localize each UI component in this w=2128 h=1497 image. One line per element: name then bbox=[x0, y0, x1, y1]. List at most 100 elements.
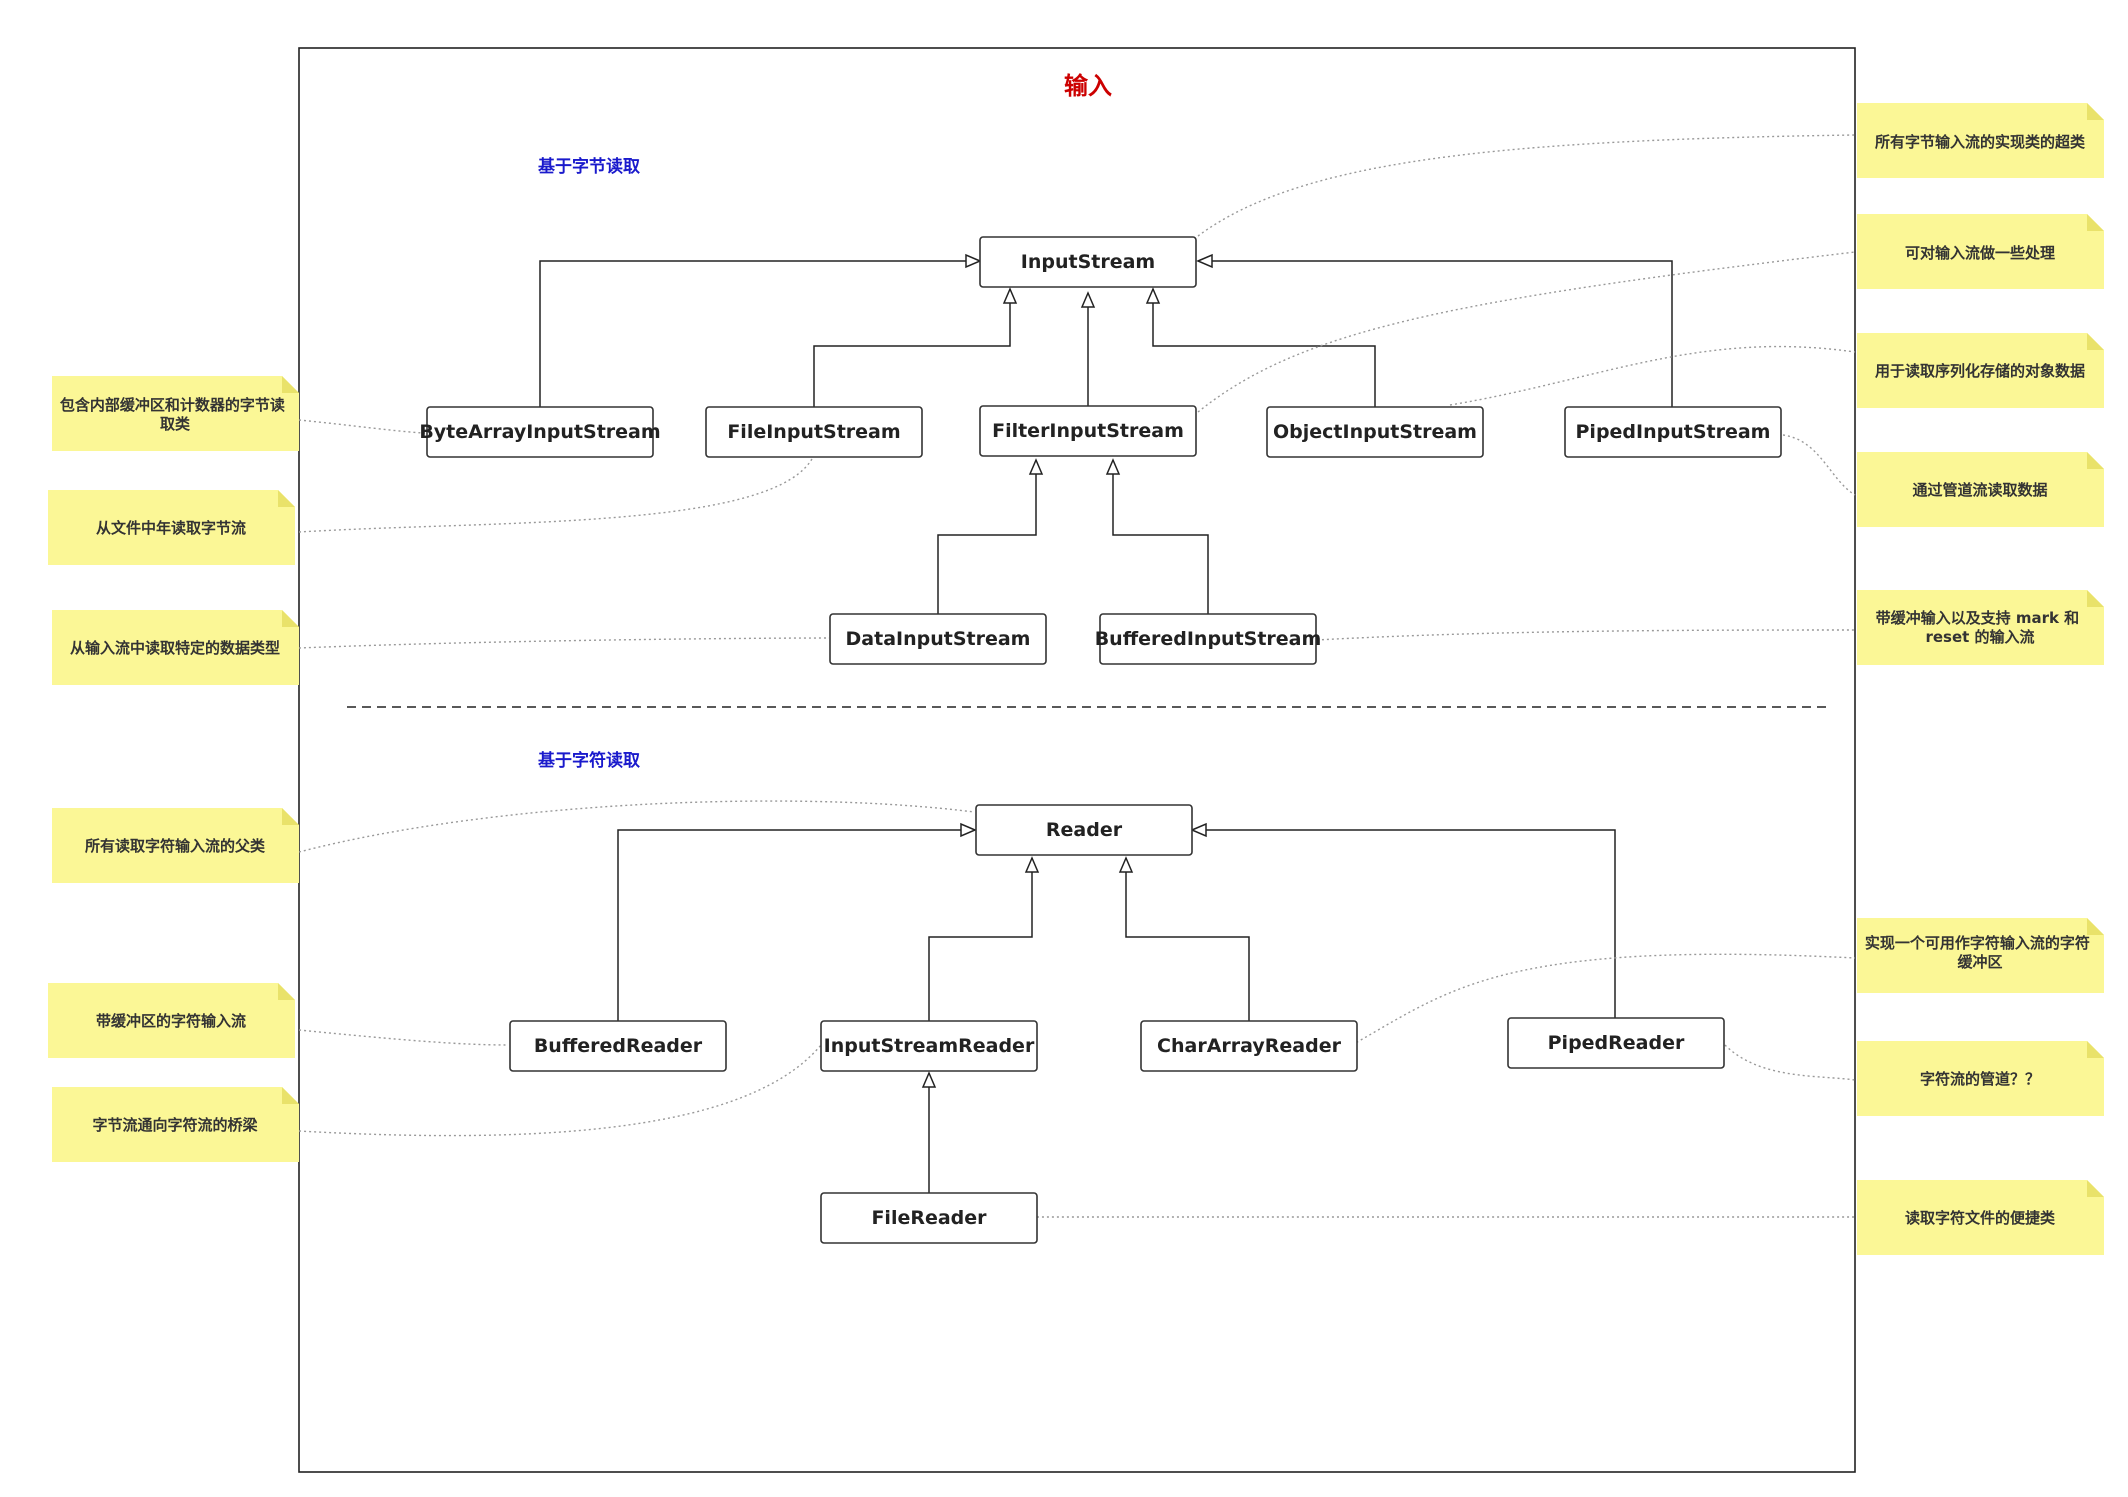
class-box-chararrayreader[interactable]: CharArrayReader bbox=[1140, 1020, 1358, 1072]
class-box-filterinputstream[interactable]: FilterInputStream bbox=[979, 405, 1197, 457]
arrowhead bbox=[1196, 253, 1213, 269]
svg-text:所有读取字符输入流的父类: 所有读取字符输入流的父类 bbox=[85, 837, 266, 855]
note-line: 字节流通向字符流的桥梁 bbox=[92, 1116, 258, 1134]
edge-chararray-to-reader bbox=[1125, 858, 1250, 1021]
note-piped[interactable]: 通过管道流读取数据 bbox=[1857, 452, 2104, 527]
section-label-char: 基于字符读取 bbox=[537, 750, 640, 771]
connector-reader-note bbox=[298, 800, 975, 853]
arrowhead bbox=[921, 1071, 937, 1088]
svg-text:从文件中年读取字节流: 从文件中年读取字节流 bbox=[96, 519, 246, 537]
edge-data-to-filter bbox=[937, 460, 1037, 614]
note-line: 用于读取序列化存储的对象数据 bbox=[1875, 362, 2085, 380]
note-isr[interactable]: 字节流通向字符流的桥梁 bbox=[52, 1087, 299, 1162]
note-bytearray[interactable]: 包含内部缓冲区和计数器的字节读 取类 bbox=[52, 376, 299, 451]
note-data[interactable]: 从输入流中读取特定的数据类型 bbox=[52, 610, 299, 685]
class-box-fileinputstream[interactable]: FileInputStream bbox=[705, 406, 923, 458]
class-name: PipedReader bbox=[1548, 1032, 1685, 1054]
class-box-bufferedinputstream[interactable]: BufferedInputStream bbox=[1095, 613, 1322, 665]
svg-text:字节流通向字符流的桥梁: 字节流通向字符流的桥梁 bbox=[92, 1116, 258, 1134]
connector-file-note bbox=[298, 454, 815, 533]
class-box-pipedreader[interactable]: PipedReader bbox=[1507, 1017, 1725, 1069]
note-line: 带缓冲区的字符输入流 bbox=[96, 1012, 246, 1030]
connector-piped-note bbox=[1782, 434, 1856, 496]
connector-object-note bbox=[1449, 345, 1856, 406]
class-name: BufferedReader bbox=[534, 1035, 703, 1057]
arrowhead bbox=[1002, 287, 1018, 304]
svg-text:读取字符文件的便捷类: 读取字符文件的便捷类 bbox=[1905, 1209, 2056, 1227]
note-pipedreader[interactable]: 字符流的管道？？ bbox=[1857, 1041, 2104, 1116]
connector-inputstream-note bbox=[1197, 134, 1856, 237]
class-box-filereader[interactable]: FileReader bbox=[820, 1192, 1038, 1244]
edge-buffered-to-filter bbox=[1112, 460, 1209, 614]
class-name: BufferedInputStream bbox=[1095, 628, 1322, 650]
class-name: FileInputStream bbox=[727, 421, 900, 443]
edge-object-to-inputstream bbox=[1152, 289, 1376, 407]
note-file[interactable]: 从文件中年读取字节流 bbox=[48, 490, 295, 565]
connector-buffered-note bbox=[1316, 629, 1856, 641]
note-line: 所有字节输入流的实现类的超类 bbox=[1875, 133, 2086, 151]
edge-bytearray-to-inputstream bbox=[539, 260, 980, 407]
class-box-pipedinputstream[interactable]: PipedInputStream bbox=[1564, 406, 1782, 458]
note-filter[interactable]: 可对输入流做一些处理 bbox=[1857, 214, 2104, 289]
class-name: ObjectInputStream bbox=[1273, 421, 1477, 443]
svg-text:字符流的管道？？: 字符流的管道？？ bbox=[1920, 1070, 2040, 1088]
note-object[interactable]: 用于读取序列化存储的对象数据 bbox=[1857, 333, 2104, 408]
edge-piped-to-inputstream bbox=[1198, 260, 1673, 407]
class-box-bytearrayinputstream[interactable]: ByteArrayInputStream bbox=[419, 406, 661, 458]
note-reader[interactable]: 所有读取字符输入流的父类 bbox=[52, 808, 299, 883]
svg-text:从输入流中读取特定的数据类型: 从输入流中读取特定的数据类型 bbox=[70, 639, 280, 657]
class-box-inputstream[interactable]: InputStream bbox=[979, 236, 1197, 288]
class-name: InputStreamReader bbox=[824, 1035, 1035, 1057]
note-chararray[interactable]: 实现一个可用作字符输入流的字符 缓冲区 bbox=[1857, 918, 2104, 993]
connector-isr-note bbox=[298, 1044, 822, 1137]
note-line: 所有读取字符输入流的父类 bbox=[85, 837, 266, 855]
class-name: FilterInputStream bbox=[992, 420, 1184, 442]
note-buffered[interactable]: 带缓冲输入以及支持 mark 和 reset 的输入流 bbox=[1857, 590, 2104, 665]
note-filereader[interactable]: 读取字符文件的便捷类 bbox=[1857, 1180, 2104, 1255]
class-name: ByteArrayInputStream bbox=[419, 421, 660, 443]
arrowhead bbox=[1080, 291, 1096, 308]
note-inputstream[interactable]: 所有字节输入流的实现类的超类 bbox=[1857, 103, 2104, 178]
edge-file-to-inputstream bbox=[813, 289, 1011, 407]
note-line: 缓冲区 bbox=[1957, 953, 2002, 971]
class-box-inputstreamreader[interactable]: InputStreamReader bbox=[820, 1020, 1038, 1072]
class-name: DataInputStream bbox=[846, 628, 1031, 650]
svg-text:可对输入流做一些处理: 可对输入流做一些处理 bbox=[1905, 244, 2055, 262]
note-line: 从输入流中读取特定的数据类型 bbox=[70, 639, 280, 657]
edge-bufferedreader-to-reader bbox=[617, 829, 975, 1021]
svg-text:带缓冲区的字符输入流: 带缓冲区的字符输入流 bbox=[96, 1012, 246, 1030]
note-line: 可对输入流做一些处理 bbox=[1905, 244, 2055, 262]
class-box-reader[interactable]: Reader bbox=[975, 804, 1193, 856]
svg-text:包含内部缓冲区和计数器的字节读 取类: 包含内部缓冲区和计数器的字节读 取类 bbox=[60, 396, 290, 433]
class-name: CharArrayReader bbox=[1157, 1035, 1342, 1057]
class-name: Reader bbox=[1046, 819, 1123, 841]
svg-text:实现一个可用作字符输入流的字符 缓冲区: 实现一个可用作字符输入流的字符 缓冲区 bbox=[1865, 934, 2095, 971]
arrowhead bbox=[1024, 856, 1040, 873]
svg-text:用于读取序列化存储的对象数据: 用于读取序列化存储的对象数据 bbox=[1875, 362, 2085, 380]
svg-text:带缓冲输入以及支持 mark 和 reset 的: 带缓冲输入以及支持 mark 和 reset 的输入流 bbox=[1876, 609, 2085, 646]
connector-filter-note bbox=[1197, 251, 1856, 413]
class-box-objectinputstream[interactable]: ObjectInputStream bbox=[1266, 406, 1484, 458]
class-box-datainputstream[interactable]: DataInputStream bbox=[829, 613, 1047, 665]
svg-text:通过管道流读取数据: 通过管道流读取数据 bbox=[1912, 481, 2047, 499]
edge-pipedreader-to-reader bbox=[1192, 829, 1616, 1018]
arrowhead bbox=[965, 253, 982, 269]
edge-isr-to-reader bbox=[928, 858, 1033, 1021]
note-line: 带缓冲输入以及支持 mark 和 bbox=[1876, 609, 2080, 627]
note-line: 通过管道流读取数据 bbox=[1912, 481, 2047, 499]
note-line: 实现一个可用作字符输入流的字符 bbox=[1865, 934, 2090, 952]
connector-chararray-note bbox=[1351, 953, 1856, 1046]
connector-bytearray-note bbox=[298, 419, 426, 434]
note-bufferedreader[interactable]: 带缓冲区的字符输入流 bbox=[48, 983, 295, 1058]
note-line: 包含内部缓冲区和计数器的字节读 bbox=[60, 396, 285, 414]
connector-bufferedreader-note bbox=[298, 1029, 509, 1046]
class-name: FileReader bbox=[871, 1207, 987, 1229]
class-box-bufferedreader[interactable]: BufferedReader bbox=[509, 1020, 727, 1072]
arrowhead bbox=[1028, 458, 1044, 475]
connector-data-note bbox=[298, 637, 830, 649]
arrowhead bbox=[1190, 822, 1207, 838]
byte-inheritance-edges bbox=[539, 253, 1673, 614]
note-line: 字符流的管道？？ bbox=[1920, 1070, 2040, 1088]
arrowhead bbox=[960, 822, 977, 838]
